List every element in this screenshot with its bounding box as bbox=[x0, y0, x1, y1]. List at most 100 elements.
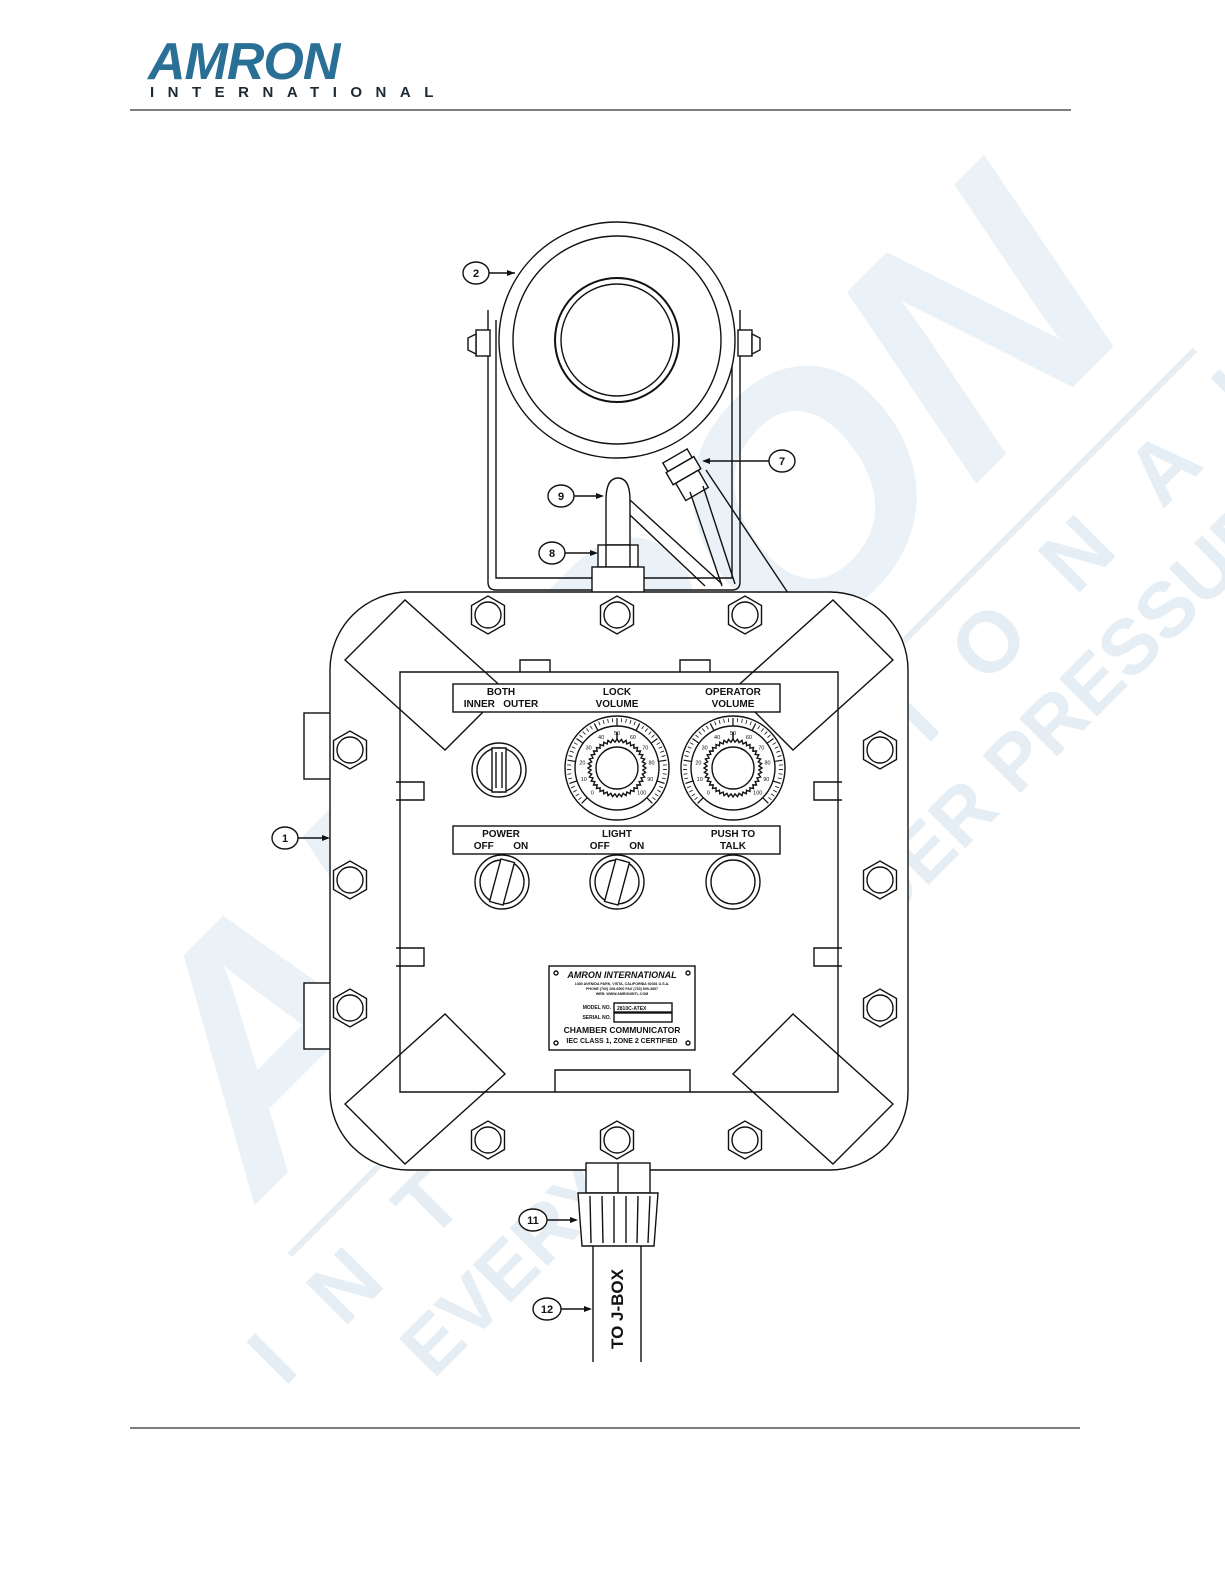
nameplate-screw-tl bbox=[553, 970, 559, 976]
nameplate-product: CHAMBER COMMUNICATOR bbox=[564, 1025, 681, 1035]
dial-tick bbox=[685, 780, 694, 785]
nameplate-brand: AMRON INTERNATIONAL bbox=[566, 970, 676, 980]
dial-tick bbox=[692, 738, 700, 744]
cable-7-b bbox=[702, 485, 736, 585]
dial-tick bbox=[633, 721, 636, 726]
dial-tick bbox=[656, 780, 665, 785]
gland-11-grip-lines bbox=[589, 1195, 651, 1244]
hex-bolt-washer bbox=[336, 736, 364, 764]
dial-tick bbox=[751, 723, 757, 731]
grip-f bbox=[647, 1195, 651, 1244]
dial-number: 90 bbox=[763, 777, 769, 783]
nameplate: AMRON INTERNATIONAL 1380 AVENIDA PARK, V… bbox=[548, 965, 696, 1051]
dial-tick bbox=[654, 793, 659, 797]
dial-knob-face bbox=[711, 746, 755, 790]
dial-tick bbox=[705, 725, 709, 730]
label-operator: OPERATOR bbox=[705, 687, 762, 698]
dial-tick bbox=[774, 746, 779, 749]
dial-tick bbox=[641, 725, 645, 730]
dial-tick bbox=[749, 721, 752, 726]
dial-tick bbox=[714, 721, 717, 726]
dial-tick bbox=[646, 797, 653, 804]
bracket-bolt-right bbox=[737, 329, 753, 357]
bottom-cable-assembly: TO J-BOX bbox=[577, 1162, 659, 1362]
grip-e bbox=[636, 1195, 639, 1244]
nameplate-screw-tr bbox=[685, 970, 691, 976]
hex-bolt bbox=[599, 595, 635, 635]
dial-tick bbox=[775, 785, 780, 789]
hex-bolt bbox=[332, 988, 368, 1028]
dial-tick bbox=[741, 718, 743, 723]
lock-volume-dial[interactable]: 0102030405060708090100 bbox=[564, 715, 670, 821]
enclosure-cover bbox=[399, 671, 839, 1093]
dial-tick bbox=[757, 725, 761, 730]
hex-bolt-washer bbox=[336, 866, 364, 894]
hex-bolt-washer bbox=[866, 866, 894, 894]
bracket-bolt-left bbox=[475, 329, 491, 357]
dial-tick bbox=[766, 738, 774, 744]
dial-tick bbox=[709, 723, 715, 731]
callout-9-text: 9 bbox=[558, 491, 564, 503]
dial-number: 30 bbox=[586, 745, 592, 751]
callouts: 2 7 9 8 1 bbox=[271, 261, 796, 1321]
callout-11-text: 11 bbox=[527, 1215, 539, 1227]
hex-bolt-washer bbox=[474, 601, 502, 629]
speaker-mouth-outer bbox=[554, 277, 680, 403]
bracket-bolt-left-head bbox=[467, 332, 477, 356]
top-tab-right bbox=[679, 659, 711, 672]
rib-bl bbox=[343, 1013, 507, 1165]
hex-bolt bbox=[332, 860, 368, 900]
dial-tick bbox=[745, 719, 748, 724]
dial-number: 100 bbox=[753, 791, 762, 797]
speaker-mid-ring bbox=[512, 235, 722, 445]
dial-tick bbox=[683, 759, 692, 763]
dial-knob-face bbox=[595, 746, 639, 790]
dial-tick bbox=[684, 755, 689, 757]
dial-tick bbox=[625, 718, 627, 723]
callout-2-arrow bbox=[507, 270, 515, 276]
nameplate-address: 1380 AVENIDA PARK, VISTA, CALIFORNIA 920… bbox=[575, 982, 669, 986]
cable-7-c bbox=[705, 469, 791, 597]
nameplate-serial-box bbox=[613, 1012, 673, 1023]
fitting-8 bbox=[597, 544, 639, 568]
label-operator-volume: VOLUME bbox=[712, 699, 755, 710]
nameplate-web: WEB: WWW.AMRONINTL.COM bbox=[596, 992, 649, 996]
push-to-talk-button[interactable] bbox=[705, 854, 761, 910]
speaker-outer-ring bbox=[498, 221, 736, 459]
light-switch-knob[interactable] bbox=[589, 854, 645, 910]
dial-number: 40 bbox=[598, 735, 604, 741]
dial-number: 60 bbox=[746, 735, 752, 741]
callout-7: 7 bbox=[702, 449, 796, 473]
callout-9-arrow bbox=[596, 493, 604, 499]
callout-12-arrow bbox=[584, 1306, 592, 1312]
callout-9: 9 bbox=[547, 484, 604, 508]
dial-number: 10 bbox=[697, 777, 703, 783]
callout-1-arrow bbox=[322, 835, 330, 841]
hex-bolt bbox=[862, 860, 898, 900]
top-label-strip: BOTH INNER OUTER LOCK VOLUME OPERATOR VO… bbox=[452, 683, 781, 713]
dial-tick bbox=[656, 742, 661, 745]
selector-knob-both[interactable] bbox=[471, 742, 527, 798]
top-tab-left bbox=[519, 659, 551, 672]
logo-sub: INTERNATIONAL bbox=[150, 84, 447, 101]
dial-number: 30 bbox=[702, 745, 708, 751]
power-knob-handle bbox=[488, 858, 516, 906]
nameplate-model-box bbox=[613, 1002, 673, 1013]
callout-7-arrow bbox=[702, 458, 710, 464]
dial-number: 0 bbox=[707, 791, 710, 797]
power-switch-knob[interactable] bbox=[474, 854, 530, 910]
operator-volume-dial[interactable]: 0102030405060708090100 bbox=[680, 715, 786, 821]
label-lock-volume: VOLUME bbox=[596, 699, 639, 710]
bracket-bolt-right-head bbox=[751, 332, 761, 356]
dial-tick bbox=[658, 746, 663, 749]
dial-tick bbox=[685, 750, 690, 753]
dial-tick bbox=[651, 734, 655, 738]
dial-tick bbox=[661, 777, 666, 780]
dial-tick bbox=[648, 731, 652, 735]
dial-tick bbox=[760, 728, 764, 732]
speaker-mouth-inner bbox=[560, 283, 674, 397]
dial-tick bbox=[777, 777, 782, 780]
label-lock: LOCK bbox=[603, 687, 632, 698]
dial-number: 0 bbox=[591, 791, 594, 797]
dial-tick bbox=[691, 793, 696, 797]
